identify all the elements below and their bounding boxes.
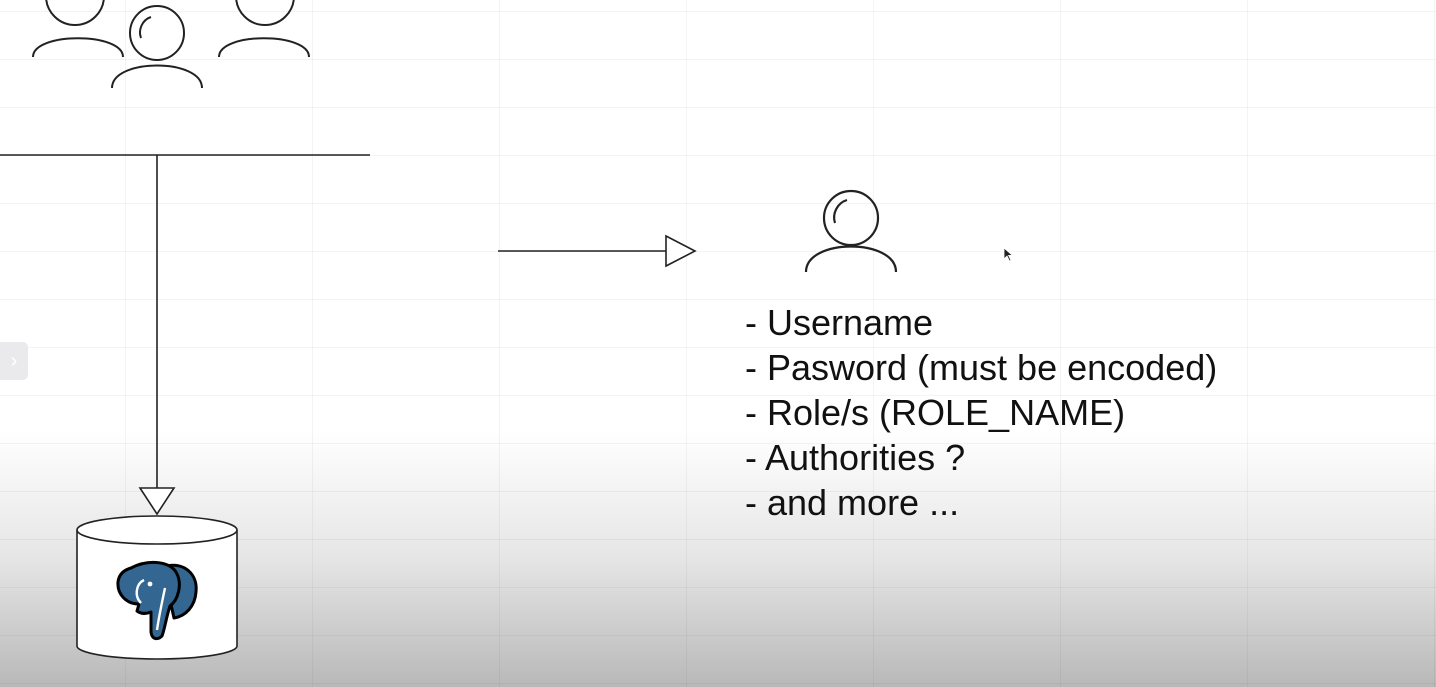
elephant-head: [116, 561, 181, 641]
user-head-middle: [129, 5, 185, 61]
user-head-right: [235, 0, 295, 26]
user-arrowhead: [665, 234, 697, 268]
user-body-right: [218, 37, 310, 58]
user-icon: [804, 189, 898, 273]
postgresql-elephant-icon: [116, 561, 198, 641]
user-head-highlight: [833, 198, 848, 224]
attribute-username: - Username: [745, 302, 934, 343]
postgresql-database-icon: [76, 515, 238, 660]
chevron-right-icon: ›: [10, 350, 18, 372]
database-top: [76, 515, 238, 545]
user-attributes-list: - Username - Pasword (must be encoded) -…: [745, 300, 1217, 525]
elephant-ear-left: [135, 578, 145, 604]
user-head-middle-highlight: [139, 16, 152, 39]
elephant-trunk-line: [155, 587, 167, 631]
panel-toggle-button[interactable]: ›: [0, 342, 28, 380]
user-body: [804, 245, 898, 273]
attribute-roles: - Role/s (ROLE_NAME): [745, 392, 1126, 433]
elephant-eye: [147, 581, 153, 587]
attribute-authorities: - Authorities ?: [745, 437, 966, 478]
mouse-pointer-icon: [1003, 247, 1014, 262]
user-body-middle: [111, 64, 203, 89]
user-head: [822, 189, 880, 247]
user-head-left: [45, 0, 105, 26]
attribute-and-more: - and more ...: [745, 482, 960, 523]
db-arrowhead: [138, 487, 176, 516]
user-body-left: [32, 37, 124, 58]
attribute-password: - Pasword (must be encoded): [745, 347, 1218, 388]
users-group-icon: [32, 0, 310, 89]
